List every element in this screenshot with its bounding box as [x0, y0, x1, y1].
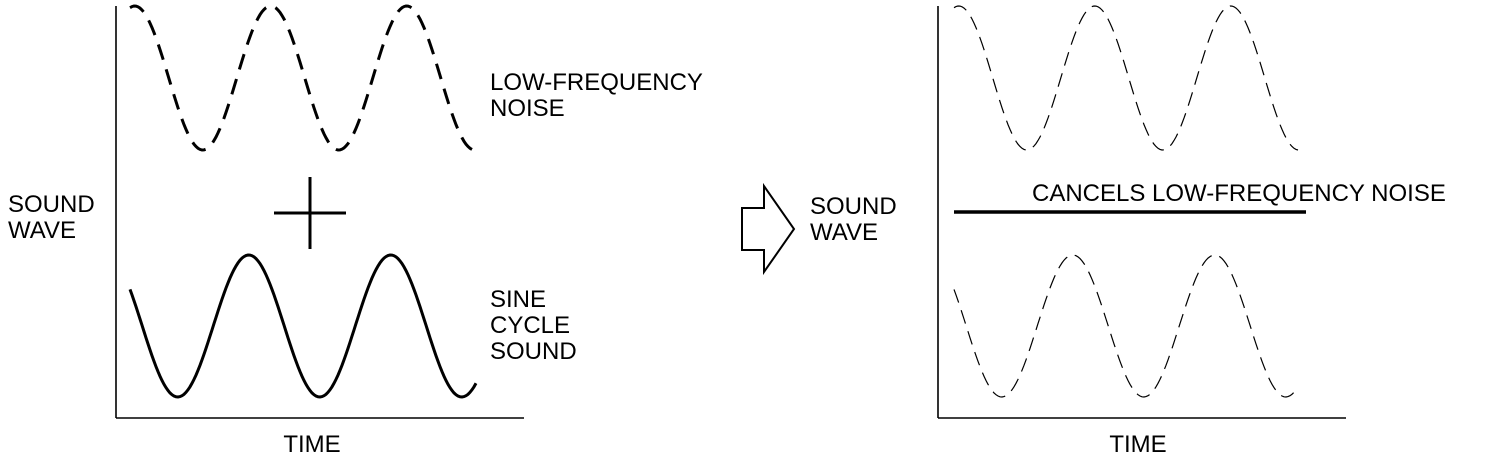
left-y-label: SOUND WAVE [8, 191, 101, 244]
noise-label-line2: NOISE [490, 95, 565, 122]
left-y-label-line2: WAVE [8, 217, 76, 244]
right-x-label: TIME [1109, 431, 1166, 458]
left-x-label: TIME [283, 431, 340, 458]
right-y-label-line2: WAVE [810, 219, 878, 246]
plus-sign [274, 177, 346, 249]
left-y-label-line1: SOUND [8, 191, 95, 218]
right-y-label: SOUND WAVE [810, 193, 903, 246]
right-arrow-icon [741, 182, 796, 276]
noise-label-line1: LOW-FREQUENCY [490, 69, 703, 96]
sine-label-line2: CYCLE [490, 312, 570, 339]
noise-label: LOW-FREQUENCY NOISE [490, 69, 709, 122]
right-sine-wave [953, 254, 1299, 398]
sine-cycle-wave [128, 253, 478, 399]
right-y-label-line1: SOUND [810, 193, 897, 220]
sine-label-line1: SINE [490, 286, 546, 313]
right-panel: SOUND WAVE CANCELS LOW-FREQUENCY NOISE T… [810, 5, 1446, 458]
result-label: CANCELS LOW-FREQUENCY NOISE [1032, 180, 1446, 207]
sine-label: SINE CYCLE SOUND [490, 286, 577, 365]
left-panel: SOUND WAVE LOW-FREQUENCY NOISE SINE CYCL… [8, 4, 709, 458]
right-noise-wave [953, 5, 1299, 151]
sine-label-line3: SOUND [490, 338, 577, 365]
left-noise-wave [129, 4, 477, 152]
